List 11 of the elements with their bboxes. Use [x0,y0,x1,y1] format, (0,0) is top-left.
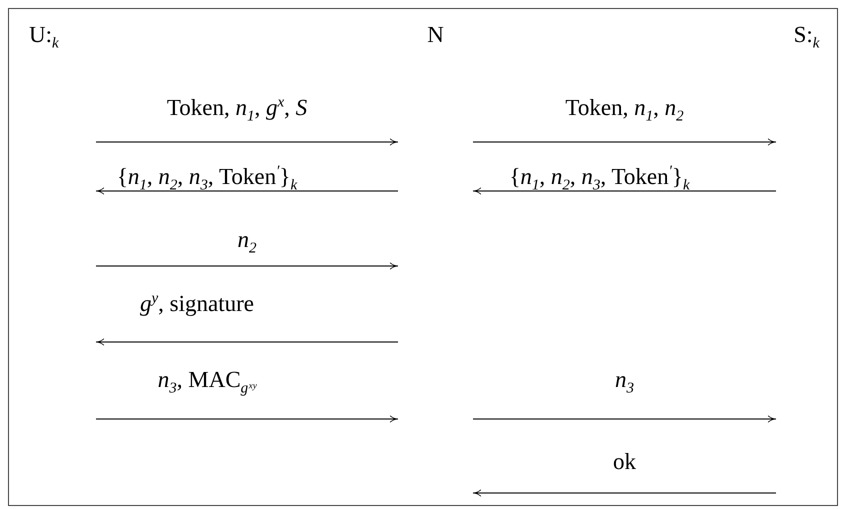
message-label: n$_{2}$ [238,227,256,253]
participant-label: N [427,21,444,49]
message-label: {n$_{1}$, n$_{2}$, n$_{3}$, Token$^{′}$}$_{k}$ [509,164,690,190]
message-label: Token, n$_{1}$, g$^{x}$, S [166,95,308,121]
participant-label: S:$_{k}$ [794,21,820,49]
message-label: {n$_{1}$, n$_{2}$, n$_{3}$, Token$^{′}$}$_{k}$ [116,164,298,190]
message-label: n$_{3}$ [615,367,634,393]
message-label: g$^{y}$, signature [140,291,254,317]
message-label: Token, n$_{1}$, n$_{2}$ [565,95,684,121]
participant-label: U:$_{k}$ [29,21,59,49]
message-label: ok [613,449,636,475]
